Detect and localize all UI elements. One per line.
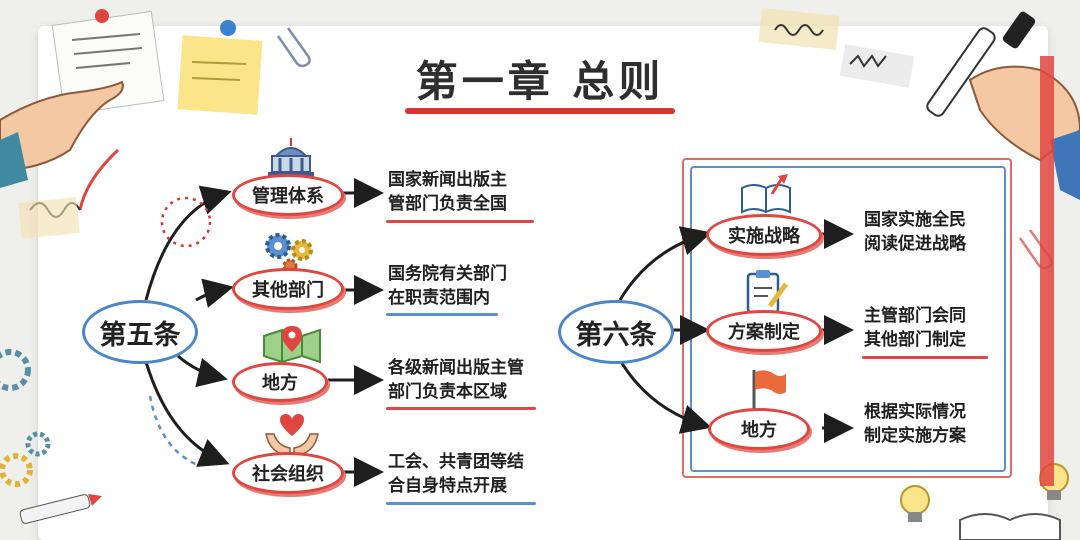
article6-node-3-label: 地方 — [741, 420, 777, 441]
article5-label: 第五条 — [99, 319, 181, 351]
article5-node-2-label: 其他部门 — [252, 280, 324, 301]
article6-node: 第六条 — [558, 300, 674, 364]
connector-article5-2 — [195, 278, 234, 308]
heart-hands-icon — [265, 414, 319, 457]
article5-node-1: 管理体系 — [232, 174, 344, 216]
article5-desc-3-line2: 部门负责本区域 — [388, 382, 507, 402]
article6-desc-1-line2: 阅读促进战略 — [864, 234, 966, 254]
pen-decor-icon — [19, 494, 102, 524]
sticky-note-icon — [51, 9, 263, 116]
article5-desc-2-underline — [386, 313, 498, 316]
title-underline — [405, 108, 675, 114]
gear-decor-icon — [0, 349, 51, 487]
connector-article5-1 — [144, 185, 232, 301]
article5-node-3-label: 地方 — [262, 373, 298, 394]
article6-desc-1-line1: 国家实施全民 — [864, 210, 966, 230]
article5-desc-1-line1: 国家新闻出版主 — [388, 170, 507, 190]
article6-desc-2-line1: 主管部门会同 — [864, 306, 966, 326]
article5-desc-4-line2: 合自身特点开展 — [388, 476, 507, 496]
article6-desc-1: 国家实施全民 阅读促进战略 — [864, 208, 966, 256]
open-book-arrow-icon — [741, 174, 791, 214]
article6-node-1-label: 实施战略 — [728, 226, 800, 247]
curved-arrow-decor — [78, 148, 120, 211]
article5-desc-3: 各级新闻出版主管 部门负责本区域 — [388, 356, 524, 404]
article5-desc-1-underline — [386, 220, 534, 223]
article5-desc-1: 国家新闻出版主 管部门负责全国 — [388, 168, 507, 216]
article5-node-4: 社会组织 — [232, 452, 344, 494]
article5-desc-1-line2: 管部门负责全国 — [388, 194, 507, 214]
article6-desc-2: 主管部门会同 其他部门制定 — [864, 304, 966, 352]
article5-desc-4-line1: 工会、共青团等结 — [388, 452, 524, 472]
article5-desc-2: 国务院有关部门 在职责范围内 — [388, 262, 507, 310]
article5-node-2: 其他部门 — [232, 268, 344, 310]
article6-desc-2-line2: 其他部门制定 — [864, 330, 966, 350]
hand-left-icon — [0, 80, 124, 188]
article5-desc-2-line2: 在职责范围内 — [388, 288, 490, 308]
gears-icon — [265, 233, 313, 274]
flag-icon — [752, 370, 786, 412]
connector-article6-3 — [618, 359, 712, 434]
article6-desc-3-line2: 制定实施方案 — [864, 426, 966, 446]
book-decor-icon — [959, 513, 1061, 540]
article5-node: 第五条 — [82, 300, 198, 364]
article5-node-3: 地方 — [232, 362, 328, 402]
map-pin-icon — [263, 326, 321, 364]
article6-label: 第六条 — [575, 319, 657, 351]
article6-desc-3: 根据实际情况 制定实施方案 — [864, 400, 966, 448]
article6-desc-3-line1: 根据实际情况 — [864, 402, 966, 422]
article5-desc-3-line1: 各级新闻出版主管 — [388, 358, 524, 378]
connector-article5-4 — [144, 361, 230, 467]
article6-node-2: 方案制定 — [706, 310, 822, 352]
connector-article6-1 — [618, 226, 712, 301]
article6-node-3: 地方 — [708, 408, 810, 450]
article5-desc-4: 工会、共青团等结 合自身特点开展 — [388, 450, 524, 498]
article6-node-1: 实施战略 — [706, 214, 822, 256]
dashed-arrow-decor — [148, 395, 201, 468]
article5-node-1-label: 管理体系 — [252, 186, 324, 207]
article6-node-2-label: 方案制定 — [728, 322, 800, 343]
clipboard-pen-icon — [746, 270, 789, 314]
dotted-circle-decor — [160, 196, 212, 248]
article5-desc-2-line1: 国务院有关部门 — [388, 264, 507, 284]
article6-desc-2-underline — [862, 356, 988, 359]
article5-desc-4-underline — [386, 502, 536, 505]
article5-node-4-label: 社会组织 — [252, 464, 324, 485]
page-title: 第一章 总则 — [415, 56, 665, 106]
article5-desc-3-underline — [386, 407, 536, 410]
connector-article5-3 — [177, 354, 228, 388]
